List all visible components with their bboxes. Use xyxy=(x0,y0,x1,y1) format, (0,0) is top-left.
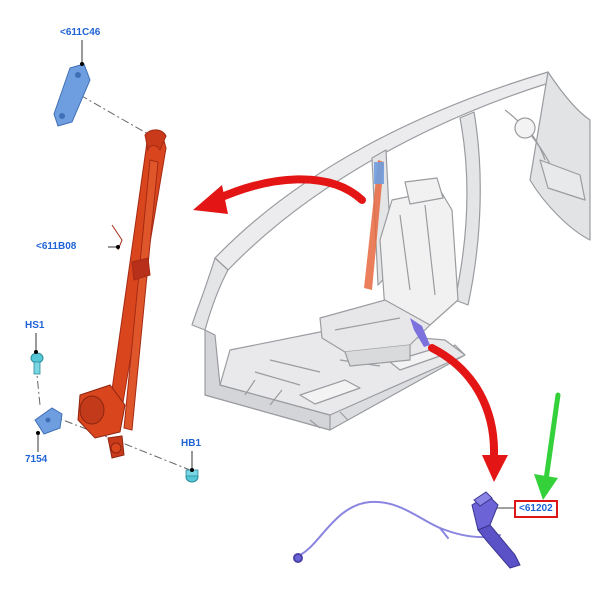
callout-buckle[interactable]: <61202 xyxy=(514,500,558,518)
curved-red-arrow-icon xyxy=(428,344,508,482)
callout-screw[interactable]: HS1 xyxy=(25,320,45,331)
green-down-arrow-icon xyxy=(534,392,561,500)
callout-lower-bracket[interactable]: 7154 xyxy=(25,454,48,465)
retractor-top-anchor-bracket[interactable] xyxy=(53,63,91,127)
seatbelt-webbing[interactable] xyxy=(107,129,167,431)
installed-belt xyxy=(364,160,430,347)
callout-lower-bolt[interactable]: HB1 xyxy=(181,438,202,449)
buckle-wiring-harness[interactable] xyxy=(293,500,501,563)
bolt-fastener[interactable] xyxy=(185,469,199,483)
seatbelt-retractor[interactable] xyxy=(77,384,126,459)
lower-anchor-bracket[interactable] xyxy=(34,407,63,435)
front-seat xyxy=(319,177,459,367)
seatbelt-buckle[interactable] xyxy=(471,491,521,569)
callout-retractor-top-anchor[interactable]: <611C46 xyxy=(60,27,101,38)
screw-fastener[interactable] xyxy=(30,352,44,375)
callout-belt-assembly[interactable]: <611B08 xyxy=(36,241,77,252)
curved-red-arrow-icon xyxy=(193,175,366,214)
